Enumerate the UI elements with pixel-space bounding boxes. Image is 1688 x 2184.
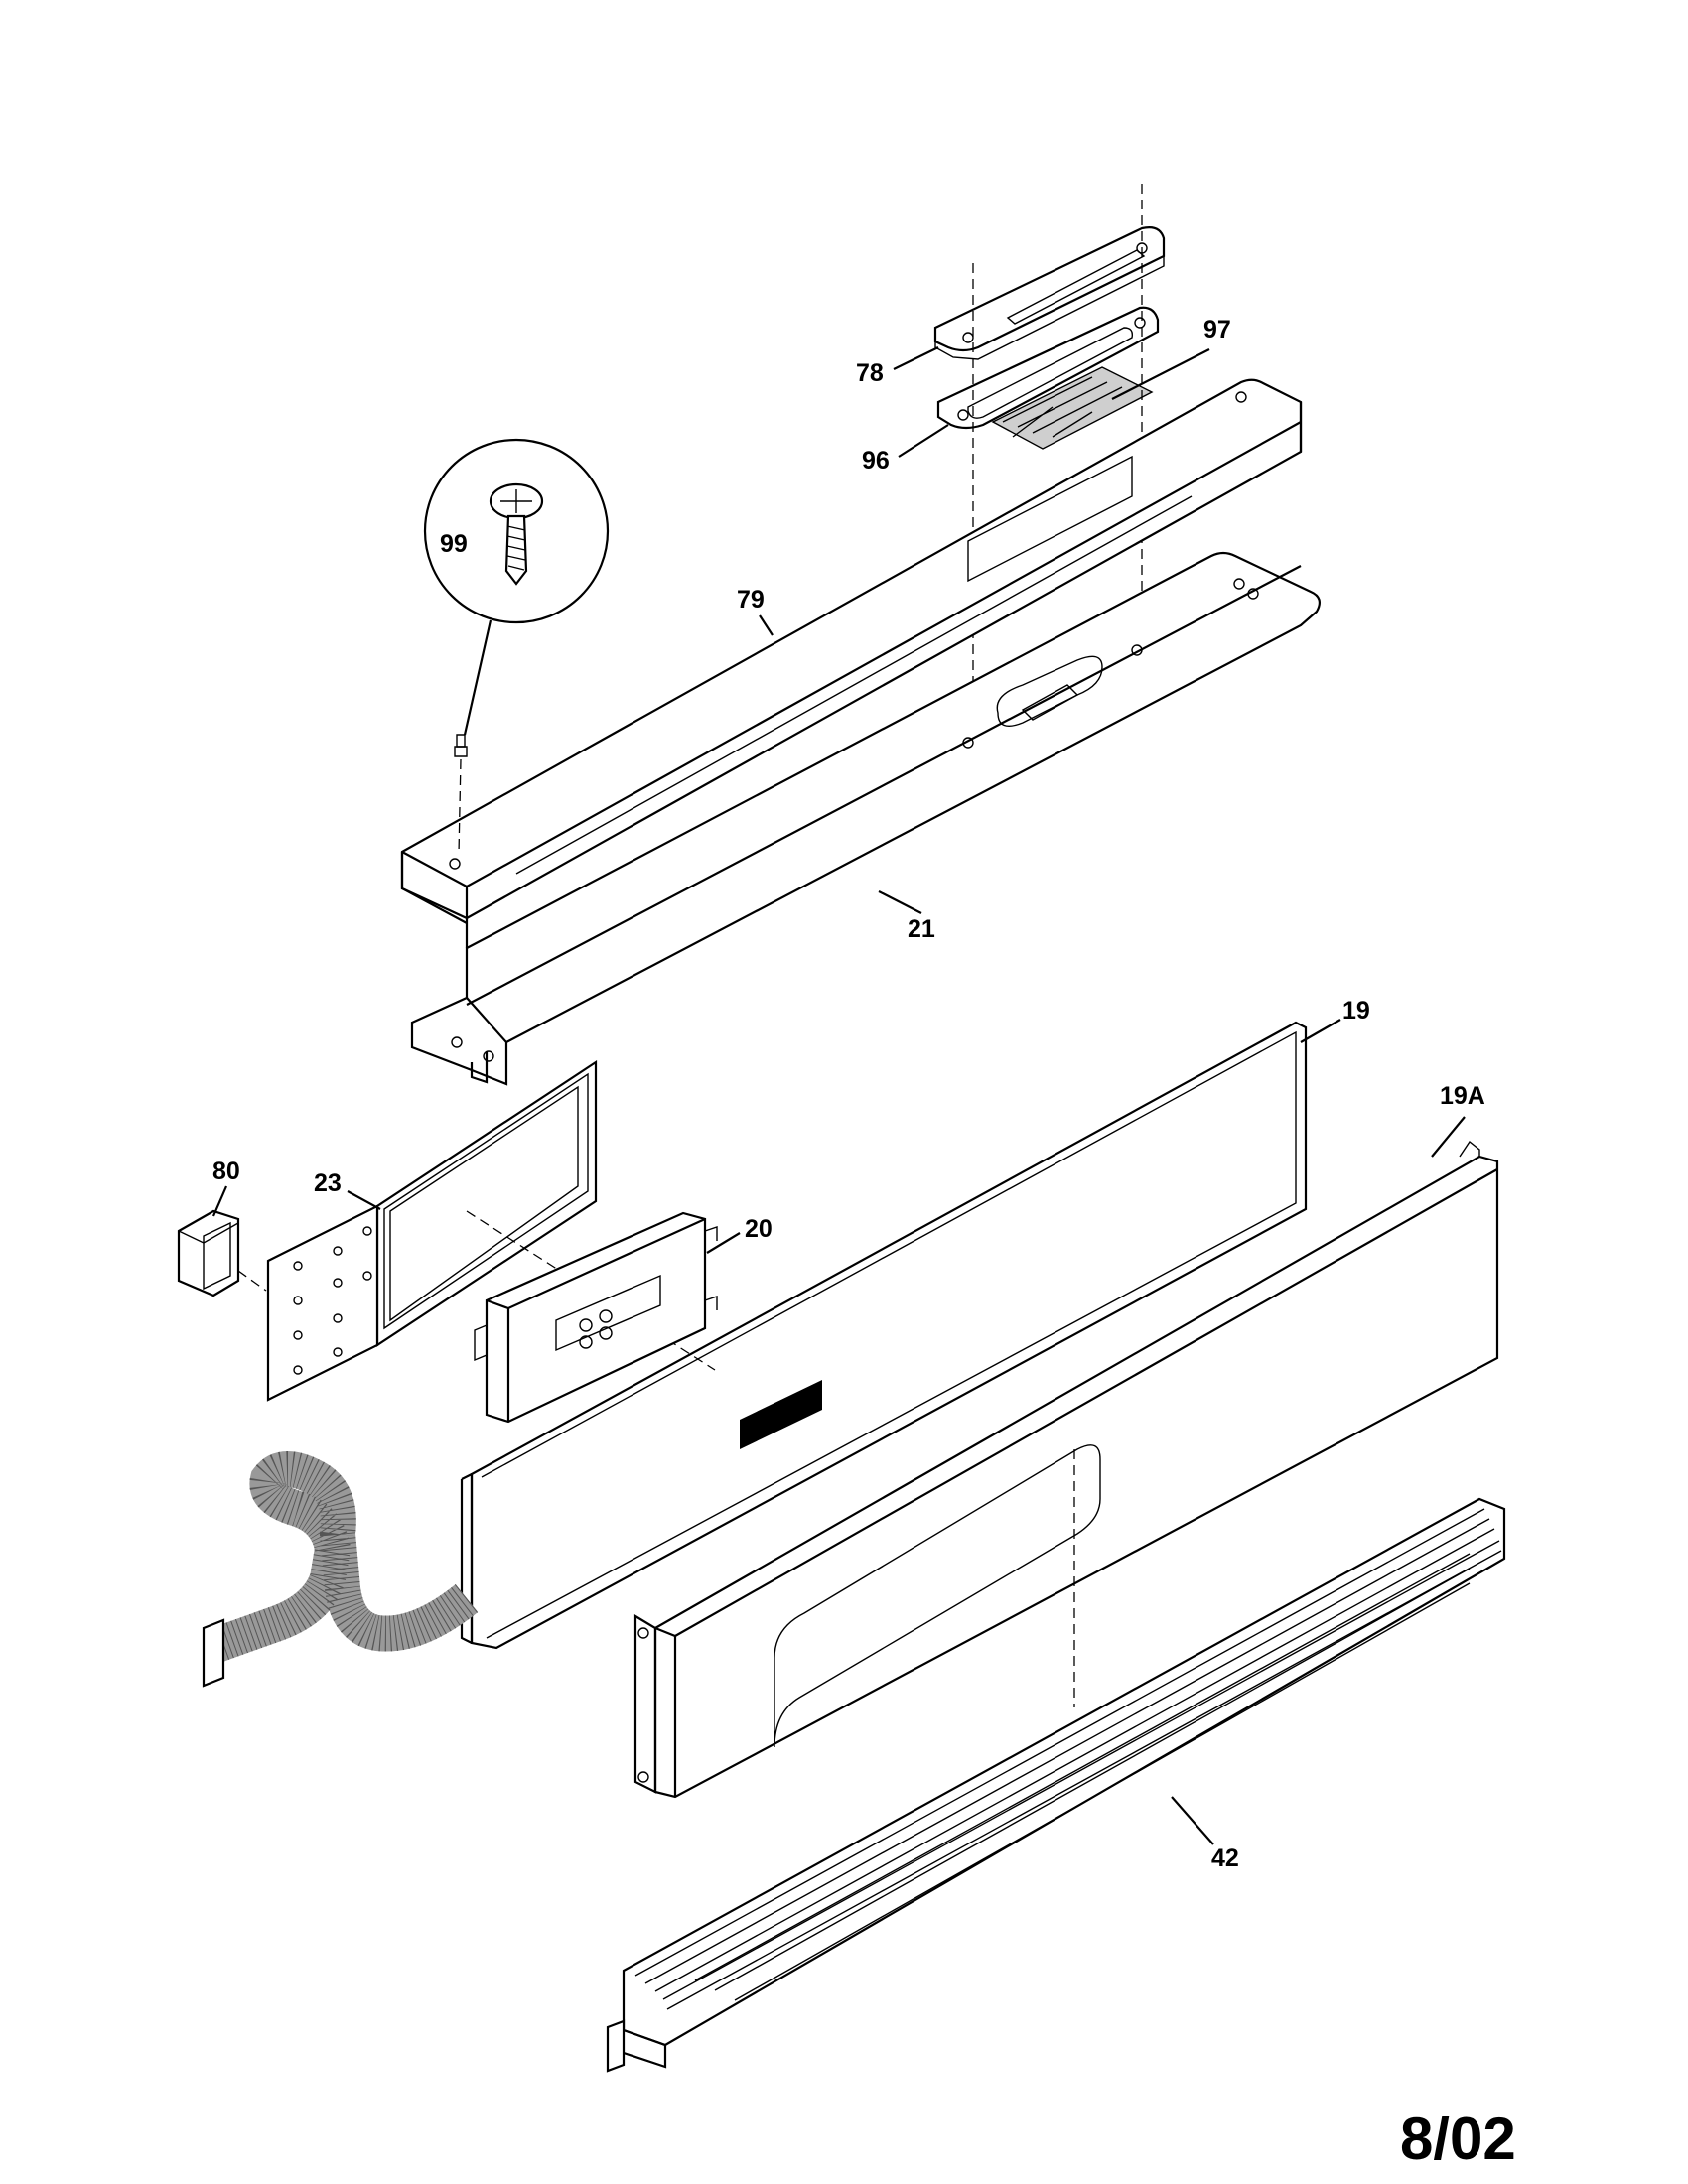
leader-42 [1171,1796,1214,1845]
part-42-vent-grille [606,1497,1506,2073]
revision-date: 8/02 [1400,2106,1516,2172]
leader-78 [893,346,939,370]
ribbon-cable [202,1451,479,1688]
callout-23: 23 [314,1169,342,1197]
part-78-bezel-trim [933,226,1166,360]
callout-99: 99 [440,530,468,558]
part-19-control-panel [460,1021,1308,1650]
leader-80 [211,1185,228,1217]
leader-96 [898,424,949,458]
part-79-top-channel [400,378,1303,959]
leader-97 [1111,348,1210,400]
part-97-mesh-filter [991,366,1154,450]
part-19A-outer-panel [633,1140,1499,1799]
part-23-display-frame [266,1059,716,1402]
callout-79: 79 [737,586,765,614]
part-99-screw-detail [423,438,610,736]
part-96-gasket [936,306,1160,430]
callout-80: 80 [212,1158,240,1185]
callout-78: 78 [856,359,884,387]
leader-21 [878,890,922,914]
leader-23 [347,1190,381,1210]
callout-21: 21 [908,915,935,943]
part-99-screw-small [454,734,468,855]
callout-19A: 19A [1440,1082,1485,1110]
leader-19A [1431,1116,1466,1158]
label-block [740,1380,822,1449]
callout-20: 20 [745,1215,773,1243]
leader-19 [1300,1019,1341,1043]
leader-20 [706,1232,741,1254]
callout-42: 42 [1211,1844,1239,1872]
part-80-connector [177,1209,267,1297]
callout-96: 96 [862,447,890,475]
part-21-lower-channel [410,551,1322,1086]
callout-19: 19 [1342,997,1370,1024]
part-20-control-board [474,1211,718,1424]
leader-79 [759,614,774,636]
callout-97: 97 [1203,316,1231,343]
